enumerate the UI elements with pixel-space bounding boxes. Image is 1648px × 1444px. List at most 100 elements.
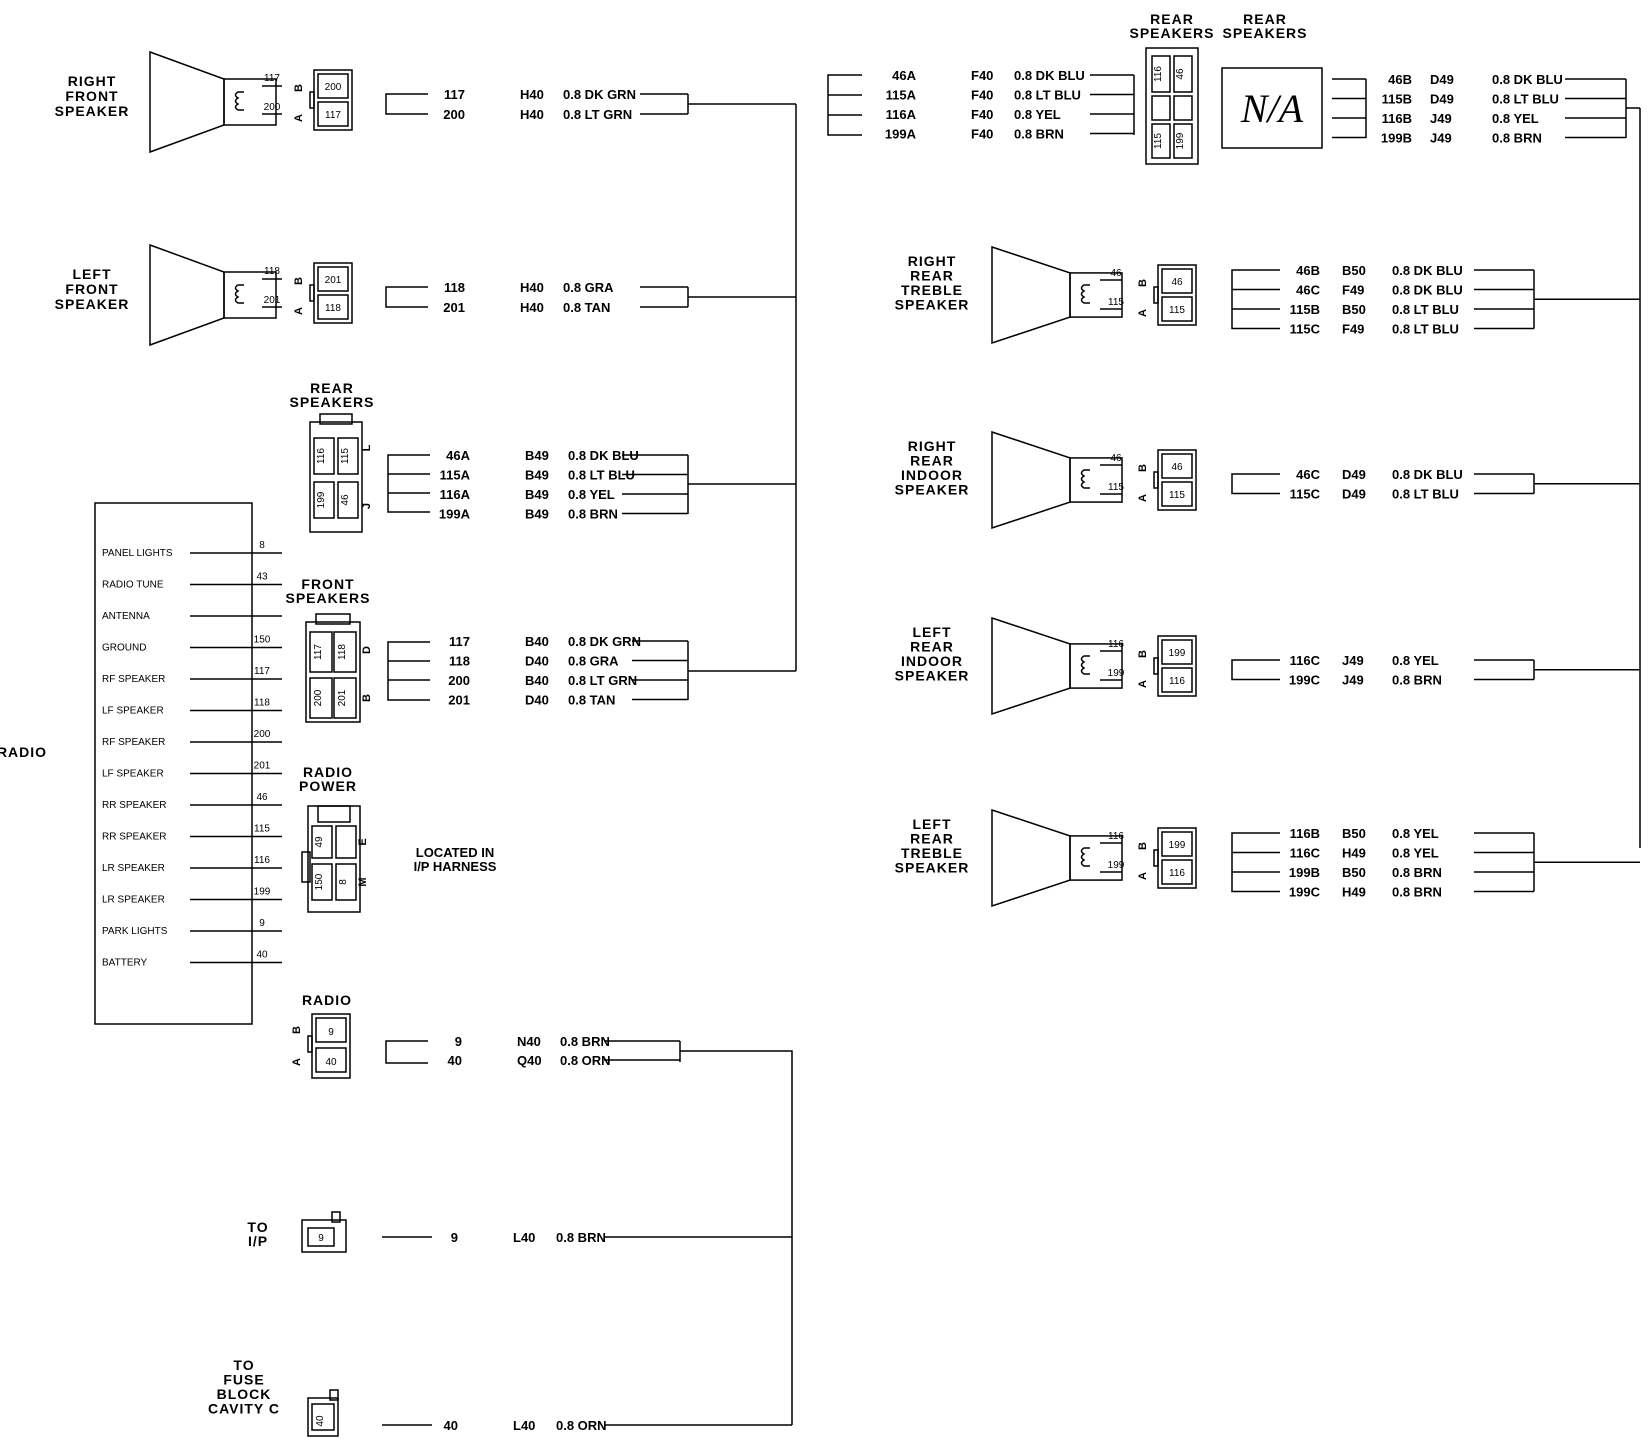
top-rear-right-wire-2-spec: 0.8 YEL xyxy=(1492,111,1539,126)
top-rear-right-wire-0-circuit: 46B xyxy=(1388,72,1412,87)
power-conn-cav-3-label: 8 xyxy=(338,879,349,885)
rear-conn-body xyxy=(309,421,363,533)
rear-conn-title-1: SPEAKERS xyxy=(289,394,374,410)
rear-conn-wire-2-code: B49 xyxy=(525,487,549,502)
right-speaker-1-label-1: REAR xyxy=(910,453,954,469)
radio-conn-cav-1-label: 40 xyxy=(325,1057,337,1068)
top-rear-right-wire-1-spec: 0.8 LT BLU xyxy=(1492,92,1559,107)
power-conn-cav-3 xyxy=(335,863,357,901)
power-conn-top-tab xyxy=(317,805,351,823)
to-ip-wire-circuit: 9 xyxy=(451,1230,458,1245)
left-speaker-1-wire-1-code: H40 xyxy=(520,300,544,315)
front-conn-pin-1: B xyxy=(361,694,373,702)
right-speaker-0-wire-0-spec: 0.8 DK BLU xyxy=(1392,263,1463,278)
rear-conn-loop xyxy=(387,454,430,513)
right-speaker-3-conn-body xyxy=(1157,827,1197,889)
rear-conn-wire-1-circuit: 115A xyxy=(440,468,471,483)
top-rear-left-wire-0-circuit: 46A xyxy=(892,68,916,83)
power-conn-cav-1 xyxy=(335,825,357,859)
front-conn-cav-2 xyxy=(309,677,333,719)
front-conn-loop xyxy=(387,641,430,701)
top-rear-cav-0-label: 116 xyxy=(1153,66,1164,82)
front-conn-body xyxy=(305,621,361,723)
left-speaker-0-wire-1-spec: 0.8 LT GRN xyxy=(563,107,632,122)
right-speaker-0-label-2: TREBLE xyxy=(901,282,963,298)
top-rear-right-wire-0-spec: 0.8 DK BLU xyxy=(1492,72,1563,87)
radio-body xyxy=(94,502,253,1025)
right-speaker-1-loop xyxy=(1231,473,1280,495)
top-rear-cav-3-label: 199 xyxy=(1175,132,1186,149)
right-speaker-3-conn-pin-bottom: A xyxy=(1137,872,1149,880)
right-speaker-2-coil xyxy=(1080,655,1090,675)
right-speaker-1-wire-1-spec: 0.8 LT BLU xyxy=(1392,487,1459,502)
top-rear-left-wire-2-spec: 0.8 YEL xyxy=(1014,107,1061,122)
front-conn-wire-2-spec: 0.8 LT GRN xyxy=(568,673,637,688)
right-speaker-3-wire-0-spec: 0.8 YEL xyxy=(1392,826,1439,841)
right-speaker-1-wire-1-code: D49 xyxy=(1342,487,1366,502)
radio-conn-wire-0-circuit: 9 xyxy=(455,1034,462,1049)
right-speaker-3-term-0: 116 xyxy=(1108,831,1124,842)
wire-lines xyxy=(190,74,1641,1426)
right-speaker-0-term-0: 46 xyxy=(1110,268,1122,279)
radio-pin-1-num: 43 xyxy=(256,572,268,583)
rear-conn-wire-3-code: B49 xyxy=(525,507,549,522)
right-speaker-3-label-3: SPEAKER xyxy=(895,860,970,876)
radio-conn-cav-1 xyxy=(315,1047,347,1073)
left-speaker-0-conn-cavity-top-label: 200 xyxy=(325,82,342,93)
left-speaker-1-term-1: 201 xyxy=(264,295,281,306)
right-speaker-3-wire-1-circuit: 116C xyxy=(1290,846,1321,861)
radio-pin-11-num: 199 xyxy=(254,887,271,898)
left-speaker-1-label-2: SPEAKER xyxy=(55,296,130,312)
right-speaker-1-term-0: 46 xyxy=(1110,453,1122,464)
top-rear-cav-3 xyxy=(1173,123,1193,159)
radio-pin-8-num: 46 xyxy=(256,792,268,803)
right-speaker-2-conn-cavity-top xyxy=(1161,639,1193,665)
left-speaker-0-term-0: 117 xyxy=(264,73,280,84)
right-speaker-0-term-1: 115 xyxy=(1108,297,1124,308)
radio-label: RADIO xyxy=(0,744,47,760)
left-speaker-0-conn-cavity-top xyxy=(317,73,349,99)
right-speaker-3-conn-cavity-bottom xyxy=(1161,859,1193,885)
front-conn-title-1: SPEAKERS xyxy=(285,590,370,606)
right-speaker-0-conn-pin-top: B xyxy=(1137,279,1149,287)
right-speaker-2-wire-0-circuit: 116C xyxy=(1290,653,1321,668)
right-speaker-1-wire-0-spec: 0.8 DK BLU xyxy=(1392,467,1463,482)
right-speaker-2-term-0: 116 xyxy=(1108,639,1124,650)
right-speaker-0-label-0: RIGHT xyxy=(908,253,957,269)
top-rear-left-wire-1-spec: 0.8 LT BLU xyxy=(1014,88,1081,103)
radio-conn-wire-1-code: Q40 xyxy=(517,1053,542,1068)
to-fuse-cav-label: 40 xyxy=(315,1415,326,1427)
right-speaker-3-wire-1-code: H49 xyxy=(1342,846,1366,861)
top-rear-right-wire-3-circuit: 199B xyxy=(1381,131,1412,146)
front-conn-title-0: FRONT xyxy=(301,576,354,592)
right-speaker-0-conn-cavity-top xyxy=(1161,268,1193,294)
left-speaker-1-label-1: FRONT xyxy=(65,281,118,297)
rear-conn-wire-0-spec: 0.8 DK BLU xyxy=(568,448,639,463)
to-fuse-label-2: BLOCK xyxy=(217,1386,272,1402)
radio-pin-7-num: 201 xyxy=(254,761,271,772)
right-speaker-0-coil xyxy=(1080,284,1090,304)
right-speaker-2-wire-1-code: J49 xyxy=(1342,673,1364,688)
right-speaker-3-wire-0-code: B50 xyxy=(1342,826,1366,841)
front-conn-cav-0 xyxy=(309,631,333,673)
to-ip-cav-label: 9 xyxy=(318,1233,324,1244)
radio-pin-4-num: 117 xyxy=(254,666,270,677)
right-speaker-1-conn-pin-bottom: A xyxy=(1137,494,1149,502)
right-speaker-3-loop xyxy=(1231,832,1280,893)
radio-pin-10-name: LR SPEAKER xyxy=(102,863,165,874)
right-speaker-3-coil xyxy=(1080,847,1090,867)
right-speaker-2-horn xyxy=(991,616,1071,716)
right-speaker-1-coil xyxy=(1080,469,1090,489)
right-speaker-2-conn-pin-top: B xyxy=(1137,650,1149,658)
right-speaker-0-wire-2-spec: 0.8 LT BLU xyxy=(1392,302,1459,317)
left-speaker-1-conn-cavity-bottom xyxy=(317,294,349,320)
right-speaker-1-term-1: 115 xyxy=(1108,482,1124,493)
right-speaker-0-wire-2-code: B50 xyxy=(1342,302,1366,317)
top-rear-cav-1 xyxy=(1173,55,1193,93)
right-speaker-3-label-0: LEFT xyxy=(913,816,952,832)
rear-conn-wire-1-spec: 0.8 LT BLU xyxy=(568,468,635,483)
right-speaker-3-conn-pin-top: B xyxy=(1137,842,1149,850)
left-speaker-1-wire-0-spec: 0.8 GRA xyxy=(563,280,614,295)
right-speaker-2-label-1: REAR xyxy=(910,639,954,655)
